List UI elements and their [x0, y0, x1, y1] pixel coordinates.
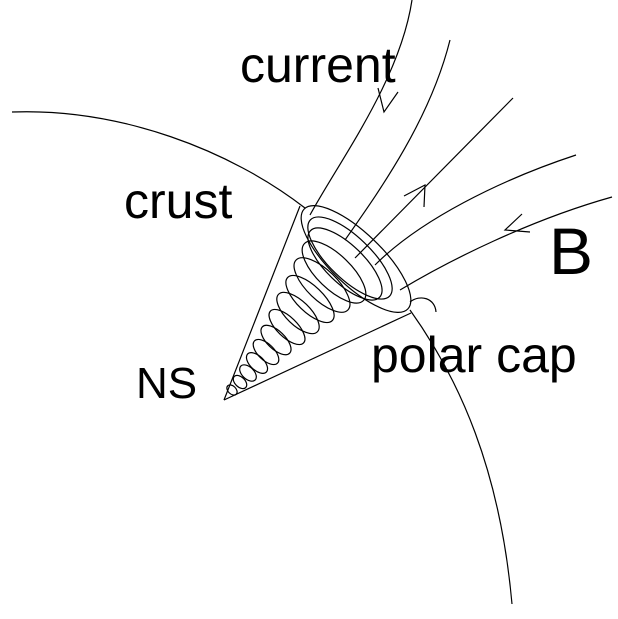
field-arrow — [505, 214, 530, 232]
neutron-star-label: NS — [136, 362, 197, 406]
polar-cap-label: polar cap — [371, 330, 577, 380]
magnetic-field-label: B — [549, 218, 593, 284]
polar-cap-pointer — [410, 298, 436, 312]
field-line-1 — [310, 0, 412, 215]
current-label: current — [240, 40, 396, 90]
axis-arrowhead — [404, 185, 425, 207]
axis-arrow-line — [355, 98, 513, 258]
field-line-3 — [375, 155, 576, 265]
crust-label: crust — [124, 176, 232, 226]
polar-cap-rim — [286, 190, 426, 327]
cone-edge-left — [224, 206, 300, 400]
